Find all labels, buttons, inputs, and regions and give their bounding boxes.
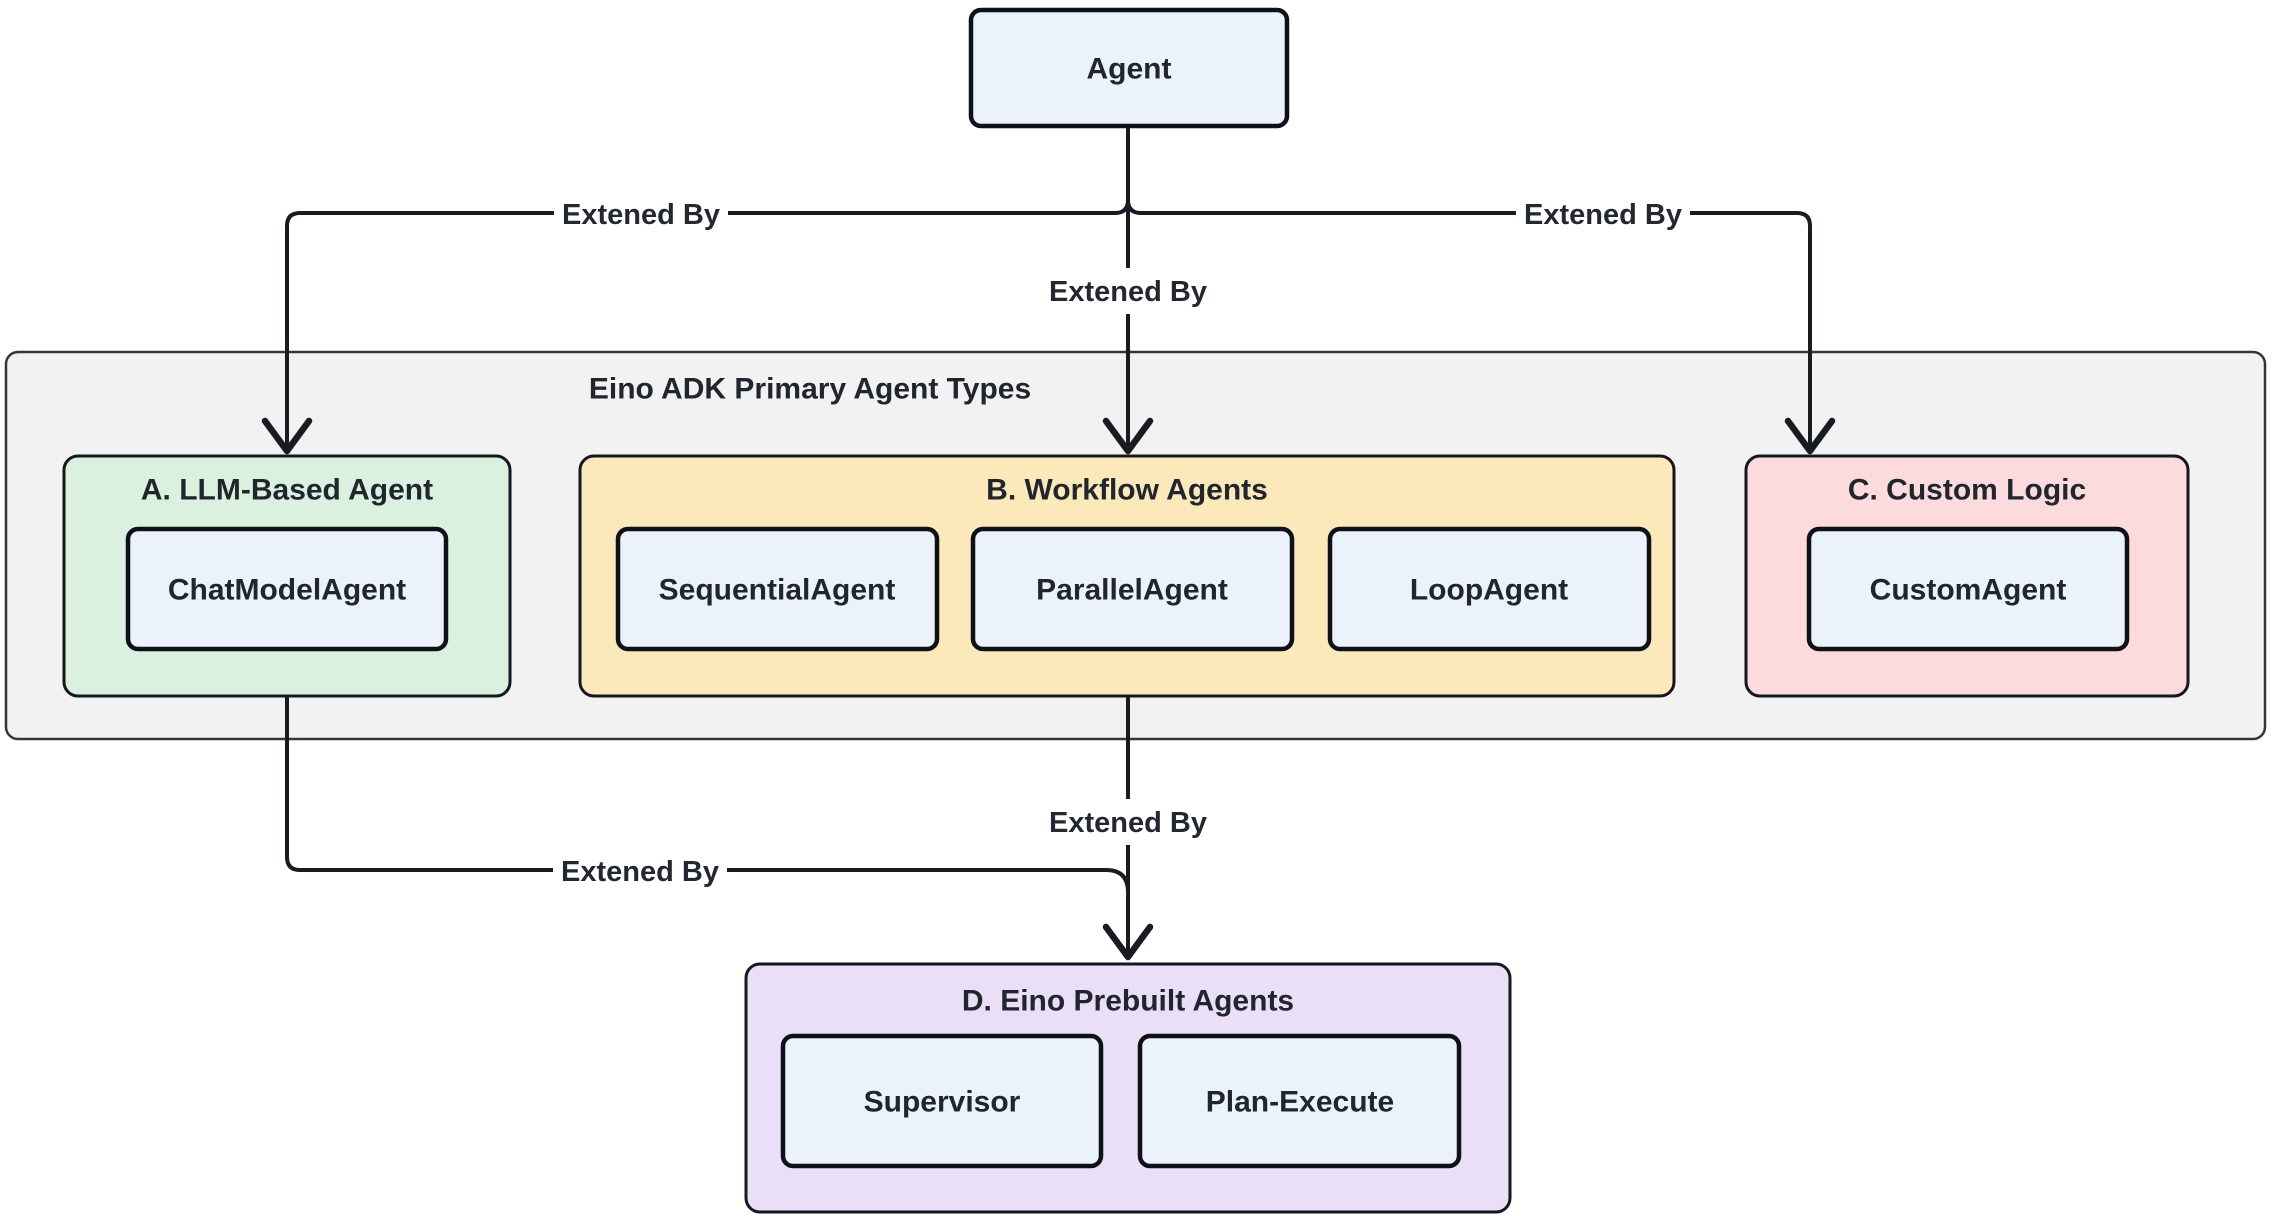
node-loopagent-label: LoopAgent (1410, 574, 1568, 607)
node-customagent-label: CustomAgent (1870, 574, 2067, 607)
edge-label-agent-c-bg (1516, 191, 1690, 237)
node-parallelagent (970, 526, 1295, 652)
subgraph-c-title: C. Custom Logic (1848, 474, 2086, 507)
node-parallelagent-label: ParallelAgent (1036, 574, 1228, 607)
edge-label-agent-a-bg (554, 191, 728, 237)
node-supervisor-label: Supervisor (864, 1086, 1021, 1119)
edge-label-agent-c: Extened By (1524, 199, 1682, 231)
node-customagent (1806, 526, 2130, 652)
node-supervisor (780, 1033, 1104, 1169)
node-sequentialagent-label: SequentialAgent (659, 574, 896, 607)
node-sequentialagent (615, 526, 940, 652)
node-chatmodelagent (125, 526, 449, 652)
node-chatmodelagent-label: ChatModelAgent (168, 574, 406, 607)
node-planexecute (1137, 1033, 1462, 1169)
node-agent (968, 7, 1290, 129)
edge-label-agent-a: Extened By (562, 199, 720, 231)
arrowhead-into-c (1784, 417, 1836, 455)
subgraph-b-title: B. Workflow Agents (986, 474, 1268, 507)
edge-label-a-d-bg (553, 848, 727, 894)
subgraph-a-title: A. LLM-Based Agent (141, 474, 433, 507)
subgraph-container-title: Eino ADK Primary Agent Types (589, 373, 1031, 406)
subgraph-d-title: D. Eino Prebuilt Agents (962, 985, 1294, 1018)
node-planexecute-label: Plan-Execute (1206, 1086, 1394, 1119)
edge-label-agent-b-bg (1041, 268, 1215, 314)
node-loopagent (1327, 526, 1652, 652)
edge-label-b-d-bg (1041, 799, 1215, 845)
edge-label-agent-b: Extened By (1049, 276, 1207, 308)
edge-label-b-d: Extened By (1049, 807, 1207, 839)
arrowhead-into-a (261, 417, 313, 455)
arrowhead-into-b (1102, 417, 1154, 455)
arrowhead-into-d (1102, 923, 1154, 961)
edge-label-a-d: Extened By (561, 856, 719, 888)
node-agent-label: Agent (1087, 53, 1172, 86)
